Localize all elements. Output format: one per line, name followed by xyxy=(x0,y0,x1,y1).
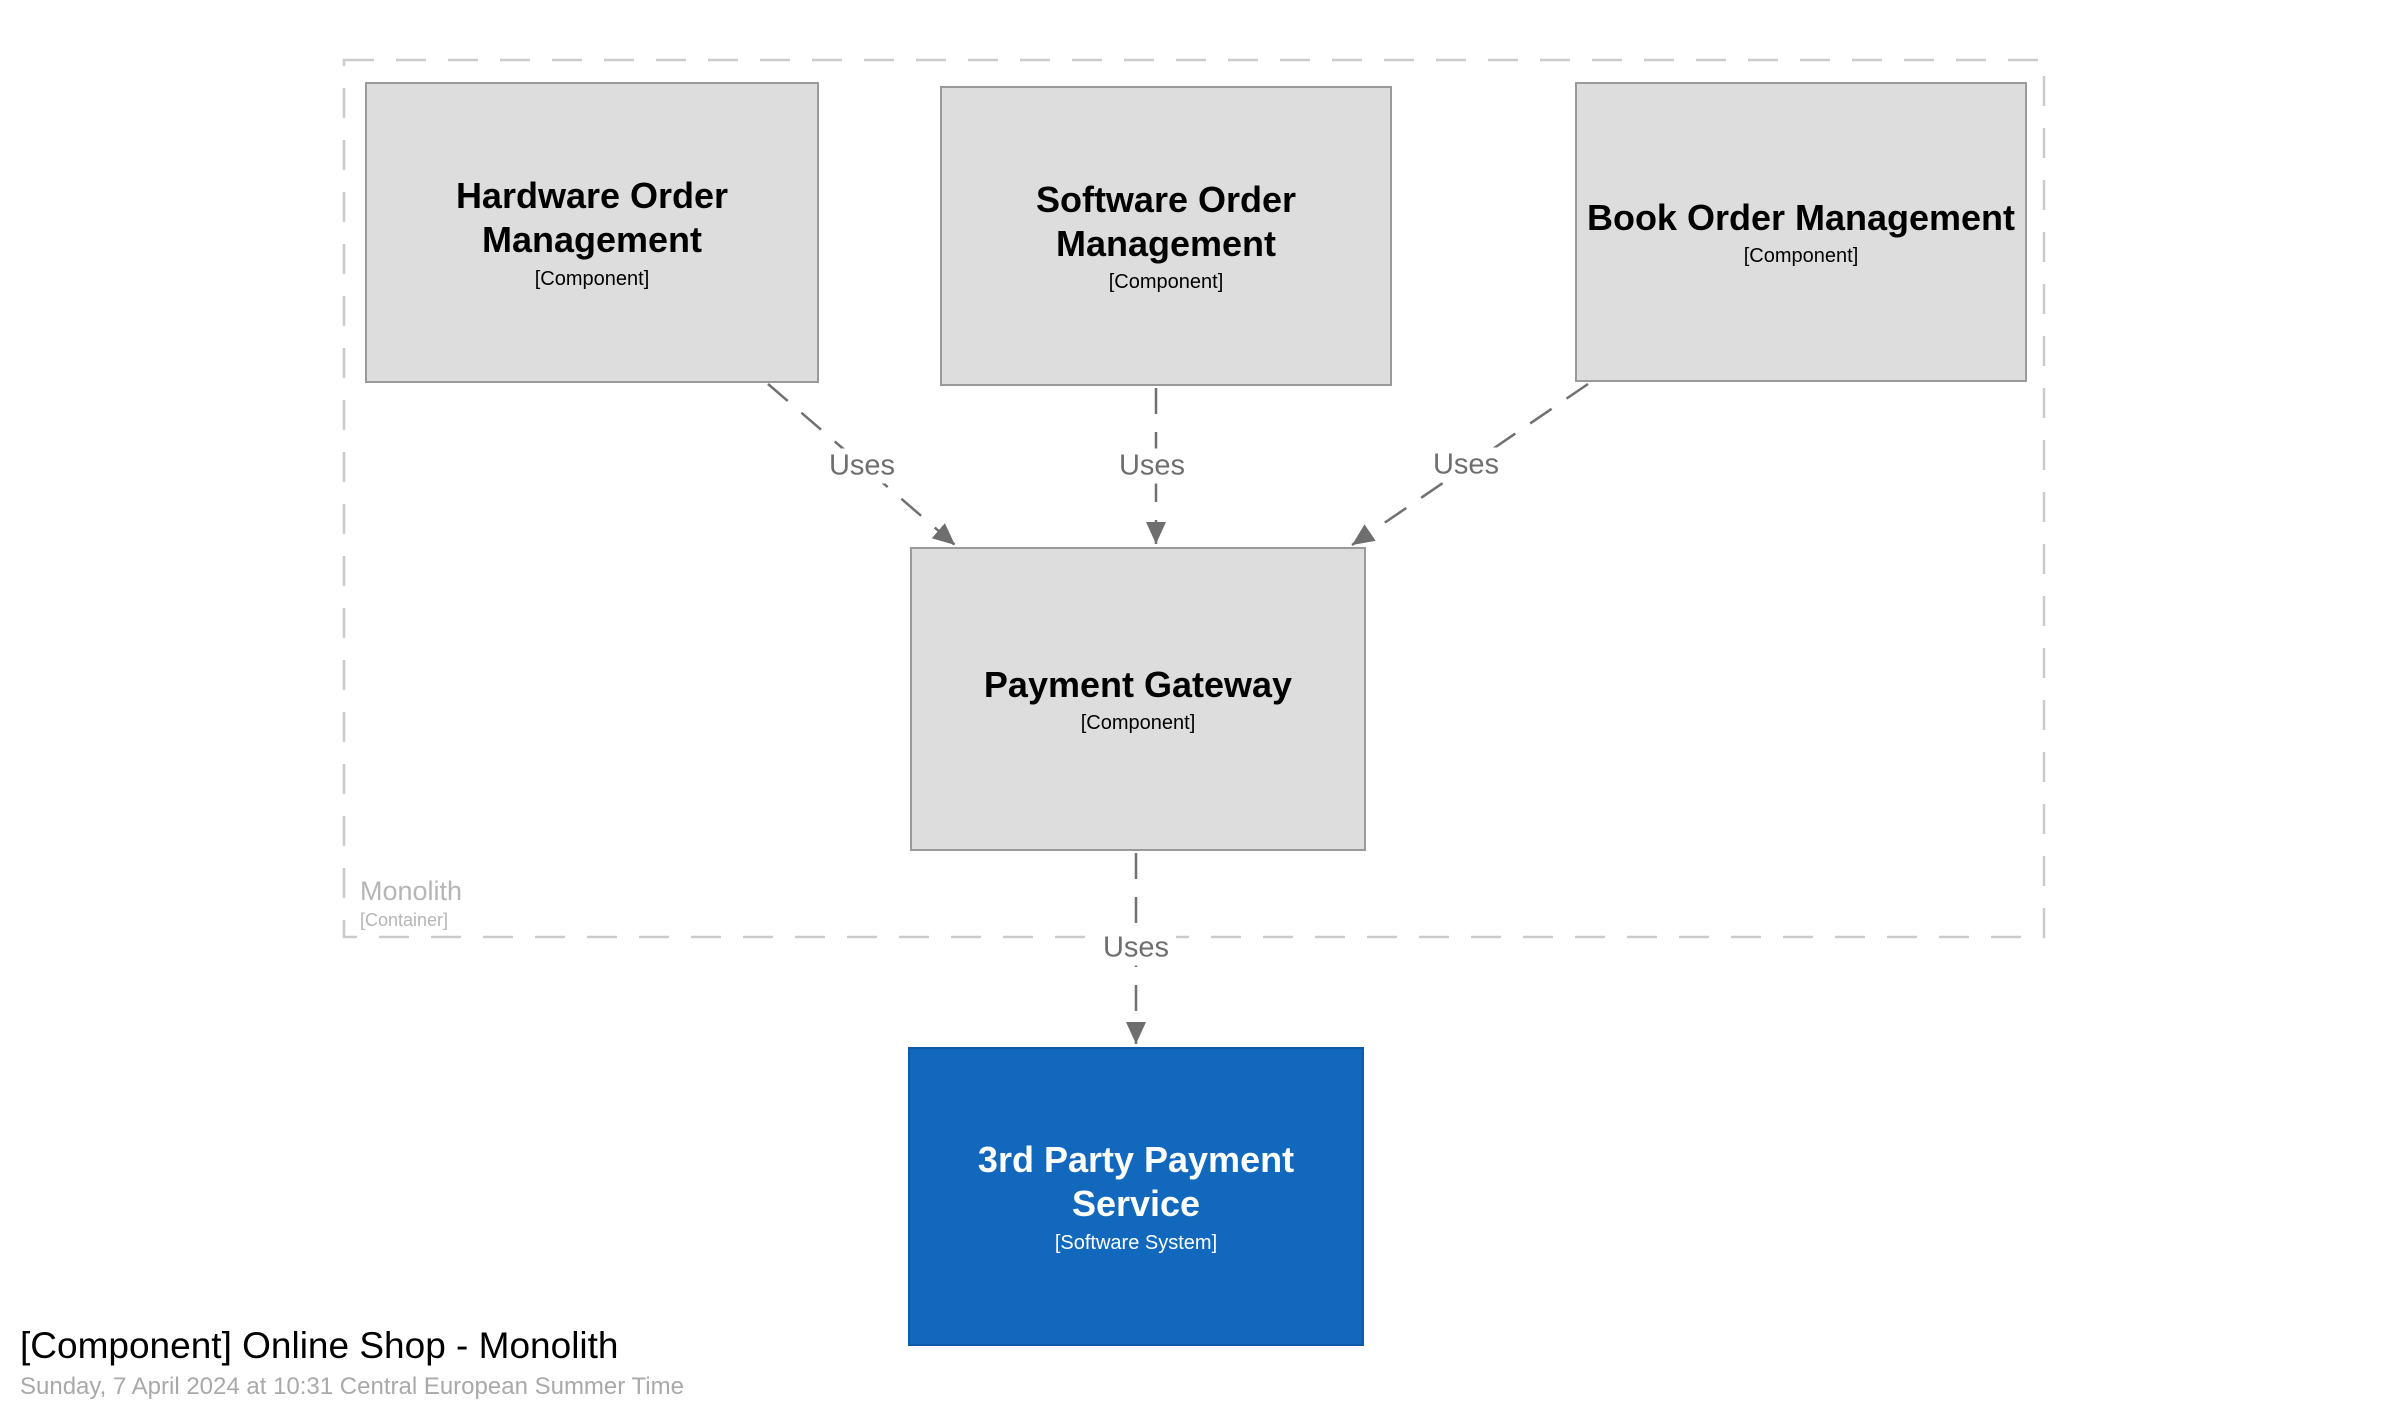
page-title: [Component] Online Shop - Monolith xyxy=(20,1325,619,1366)
node-name: Book Order Management xyxy=(1586,196,2016,238)
node-name: Software Order Management xyxy=(1035,178,1297,264)
boundary-type: [Container] xyxy=(360,910,449,931)
boundary-name: Monolith xyxy=(360,876,463,906)
node-name: 3rd Party Payment Service xyxy=(977,1139,1295,1224)
node-payment-gateway: Payment Gateway [Component] xyxy=(910,547,1366,851)
node-meta: [Software System] xyxy=(1054,1231,1218,1254)
node-hardware-order-management: Hardware Order Management [Component] xyxy=(365,82,819,383)
node-3rd-party-payment-service: 3rd Party Payment Service [Software Syst… xyxy=(908,1047,1364,1346)
edge-label-uses-software: Uses xyxy=(1111,448,1193,484)
node-meta: [Component] xyxy=(1743,245,1859,268)
monolith-boundary xyxy=(342,58,2046,939)
boundary-label-monolith: Monolith [Container] xyxy=(360,876,462,931)
title-block: [Component] Online Shop - Monolith Sunda… xyxy=(20,1324,684,1401)
node-meta: [Component] xyxy=(1108,271,1224,294)
node-book-order-management: Book Order Management [Component] xyxy=(1575,82,2027,382)
edge-label-uses-hardware: Uses xyxy=(821,448,903,484)
edge-label-uses-payment: Uses xyxy=(1095,930,1177,966)
node-meta: [Component] xyxy=(534,267,650,290)
page-subtitle: Sunday, 7 April 2024 at 10:31 Central Eu… xyxy=(20,1373,684,1401)
edge-label-uses-book: Uses xyxy=(1425,447,1507,483)
node-name: Payment Gateway xyxy=(983,663,1293,705)
node-meta: [Component] xyxy=(1080,712,1196,735)
node-name: Hardware Order Management xyxy=(455,175,729,260)
node-software-order-management: Software Order Management [Component] xyxy=(940,86,1392,386)
